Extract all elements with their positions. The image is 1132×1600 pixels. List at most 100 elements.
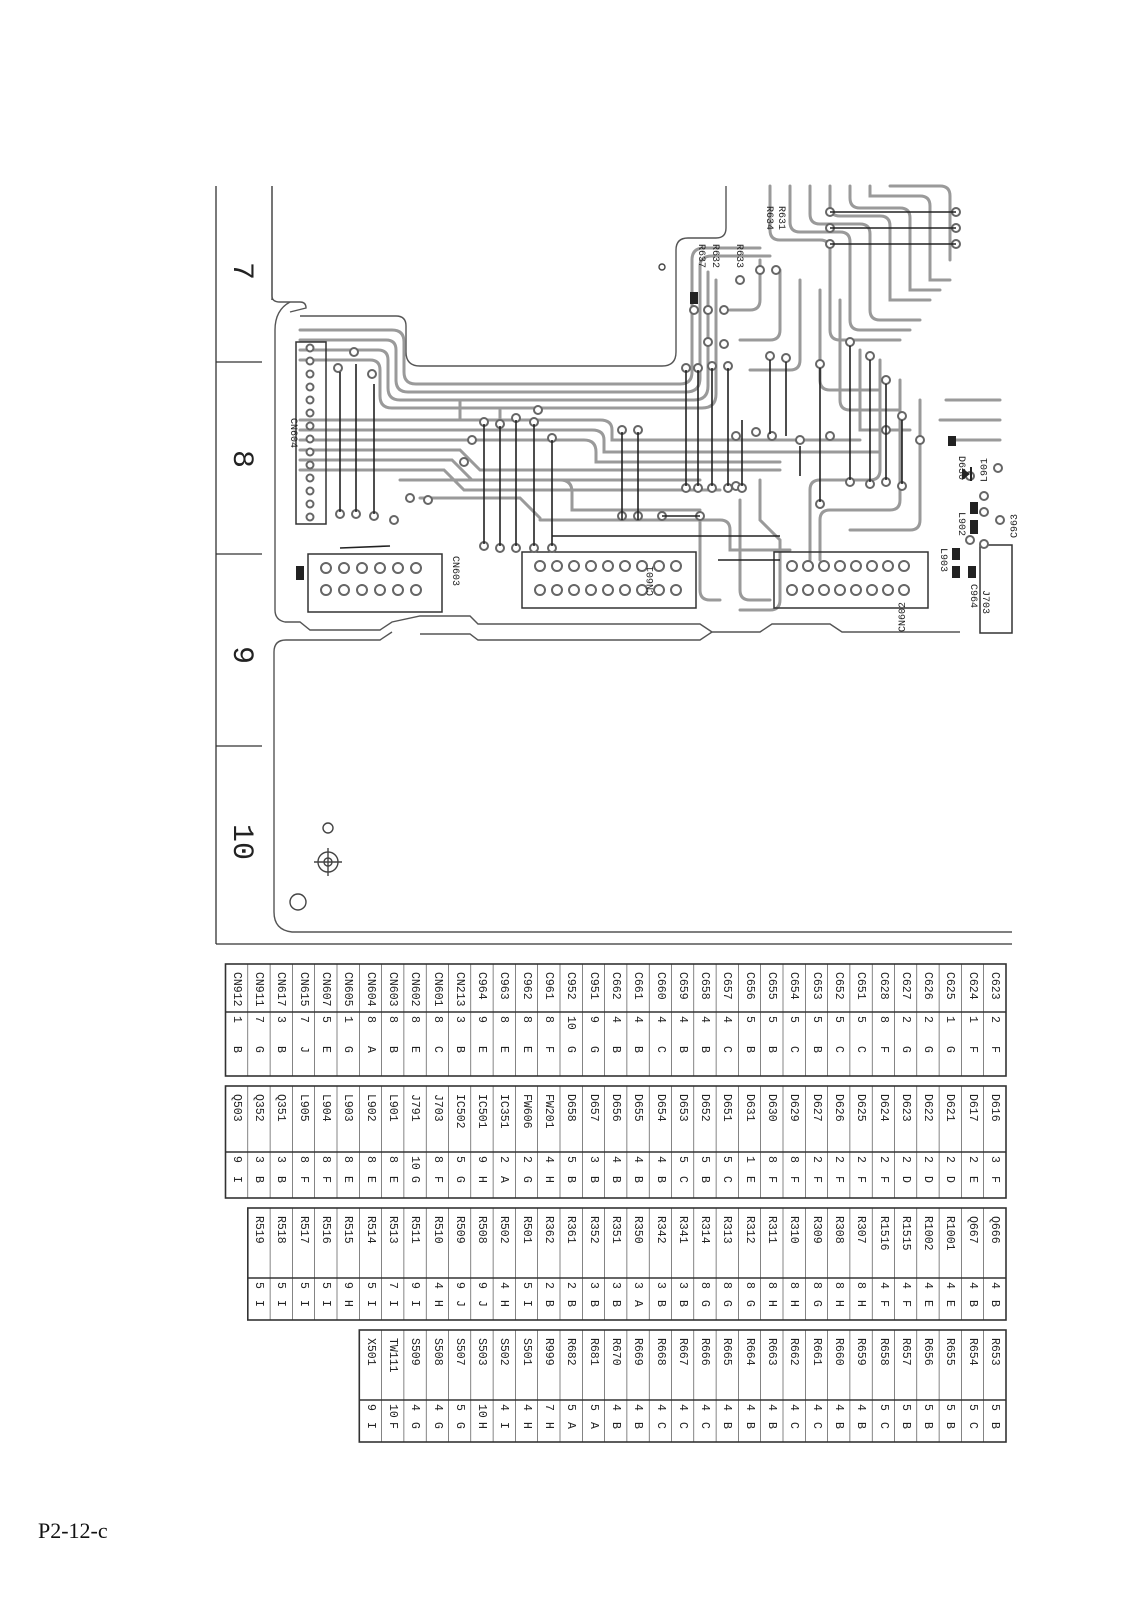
part-ref: R656 [921, 1338, 935, 1366]
part-zone: B [698, 1046, 712, 1053]
part-page: 2 [854, 1156, 868, 1163]
part-zone: I [497, 1422, 511, 1429]
part-page: 3 [631, 1282, 645, 1289]
part-ref: R309 [809, 1216, 823, 1244]
part-zone: E [319, 1046, 332, 1053]
part-ref: D656 [608, 1094, 622, 1122]
pad [551, 584, 563, 596]
part-page: 2 [876, 1156, 890, 1163]
part-ref: R1516 [876, 1216, 890, 1251]
part-page: 5 [742, 1016, 756, 1023]
part-ref: IC501 [475, 1094, 489, 1129]
part-zone: G [430, 1422, 444, 1429]
part-zone: B [252, 1176, 266, 1183]
part-ref: CN912 [229, 972, 243, 1007]
part-page: 4 [854, 1404, 868, 1411]
part-zone: F [876, 1300, 890, 1307]
part-zone: H [831, 1300, 845, 1307]
part-page: 5 [943, 1404, 957, 1411]
part-page: 8 [430, 1016, 444, 1023]
part-page: 5 [876, 1404, 890, 1411]
part-zone: B [965, 1300, 979, 1307]
part-page: 5 [519, 1282, 533, 1289]
part-ref: R311 [765, 1216, 778, 1244]
part-zone: B [921, 1422, 935, 1429]
label-l901: L901 [980, 457, 991, 482]
pad [568, 560, 580, 572]
pad [305, 512, 315, 522]
part-zone: F [876, 1046, 890, 1053]
part-ref: CN605 [341, 972, 355, 1007]
pad [802, 560, 814, 572]
part-zone: I [296, 1300, 310, 1307]
part-page: 5 [452, 1404, 466, 1411]
part-zone: B [653, 1176, 667, 1183]
part-ref: R653 [988, 1338, 1001, 1366]
pad [825, 431, 835, 441]
part-zone: G [408, 1422, 422, 1429]
part-zone: I [385, 1300, 399, 1307]
pad [703, 337, 713, 347]
part-page: 7 [252, 1016, 266, 1023]
pad [423, 495, 433, 505]
part-zone: F [988, 1046, 1001, 1053]
part-page: 1 [965, 1016, 979, 1023]
pad [305, 499, 315, 509]
part-ref: S501 [519, 1338, 533, 1366]
part-zone: I [274, 1300, 288, 1307]
part-page: 9 [408, 1282, 422, 1289]
part-ref: D621 [943, 1094, 957, 1122]
part-zone: I [229, 1176, 243, 1183]
part-ref: X501 [363, 1338, 377, 1366]
cn601-outline [521, 551, 697, 609]
part-ref: R667 [675, 1338, 689, 1366]
part-zone: B [586, 1300, 600, 1307]
part-ref: R665 [720, 1338, 734, 1366]
part-ref: D658 [564, 1094, 578, 1122]
part-ref: R509 [452, 1216, 466, 1244]
part-page: 8 [341, 1156, 355, 1163]
part-page: 9 [452, 1282, 466, 1289]
part-page: 5 [809, 1016, 823, 1023]
smd-components [296, 292, 978, 580]
part-ref: L901 [385, 1094, 399, 1122]
part-zone: C [653, 1422, 667, 1429]
pad [338, 584, 350, 596]
cn604-outline [295, 341, 327, 525]
pad [305, 343, 315, 353]
pad [735, 275, 745, 285]
pad [568, 584, 580, 596]
part-zone: C [876, 1422, 890, 1429]
part-ref: C657 [720, 972, 734, 1000]
part-page: 5 [452, 1156, 466, 1163]
pad [320, 584, 332, 596]
part-ref: C961 [542, 972, 555, 1000]
part-zone: F [430, 1176, 444, 1183]
part-page: 8 [363, 1156, 377, 1163]
cn603-outline [307, 553, 443, 613]
part-page: 2 [898, 1016, 912, 1023]
part-ref: R307 [854, 1216, 868, 1244]
ruler-number-7: 7 [224, 262, 258, 281]
part-zone: F [296, 1176, 310, 1183]
part-ref: R662 [787, 1338, 801, 1366]
pad [392, 562, 404, 574]
part-page: 2 [809, 1156, 823, 1163]
part-zone: G [586, 1046, 600, 1053]
pad [619, 560, 631, 572]
part-page: 2 [988, 1016, 1001, 1023]
pad [305, 460, 315, 470]
part-ref: C623 [988, 972, 1001, 1000]
part-page: 5 [564, 1156, 578, 1163]
part-page: 5 [698, 1156, 712, 1163]
part-zone: B [385, 1046, 399, 1053]
pad [410, 584, 422, 596]
part-page: 5 [363, 1282, 377, 1289]
part-page: 4 [988, 1282, 1001, 1289]
part-page: 4 [742, 1404, 756, 1411]
part-ref: R1515 [898, 1216, 912, 1251]
part-page: 8 [385, 1156, 399, 1163]
part-zone: B [675, 1300, 689, 1307]
part-page: 3 [274, 1156, 288, 1163]
part-page: 4 [631, 1016, 645, 1023]
